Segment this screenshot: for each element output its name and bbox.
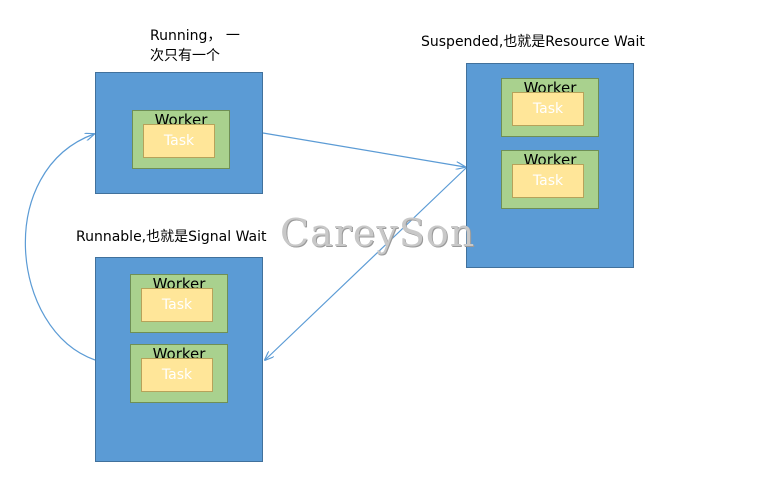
worker-block: Worker Task — [501, 150, 599, 209]
worker-block: Worker Task — [132, 110, 230, 169]
running-to-suspended-arrow — [262, 132, 465, 167]
worker-block: Worker Task — [130, 344, 228, 403]
running-label-line1: Running， 一 — [150, 28, 240, 44]
task-block: Task — [512, 92, 584, 126]
runnable-label: Runnable,也就是Signal Wait — [76, 229, 267, 245]
watermark-text: CareySon — [280, 211, 476, 255]
suspended-box: Worker Task Worker Task — [466, 63, 634, 268]
runnable-to-running-arrow — [24, 134, 95, 361]
suspended-label: Suspended,也就是Resource Wait — [421, 34, 645, 50]
worker-block: Worker Task — [501, 78, 599, 137]
running-label-line2: 次只有一个 — [150, 48, 220, 64]
task-block: Task — [141, 358, 213, 392]
worker-block: Worker Task — [130, 274, 228, 333]
task-block: Task — [512, 164, 584, 198]
task-block: Task — [141, 288, 213, 322]
running-box: Worker Task — [95, 72, 263, 194]
runnable-box: Worker Task Worker Task — [95, 257, 263, 462]
suspended-to-runnable-arrow — [265, 167, 467, 360]
task-block: Task — [143, 124, 215, 158]
